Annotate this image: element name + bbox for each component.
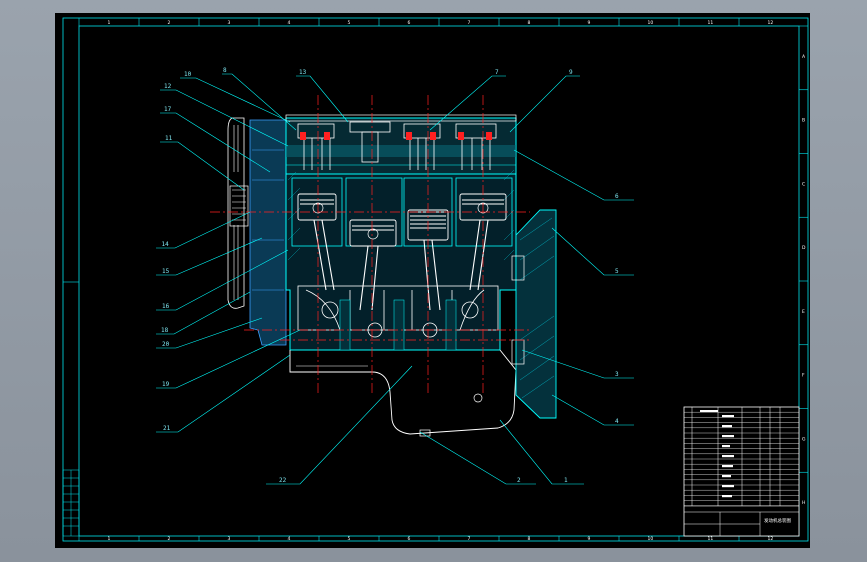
callout-label: 9 (569, 69, 573, 76)
grid-letter: B (802, 118, 805, 124)
leader-line (266, 365, 413, 485)
callout-label: 10 (184, 71, 192, 78)
leader-line (551, 394, 634, 426)
oil-pan (289, 349, 517, 435)
grid-number: 12 (768, 536, 774, 542)
title-block: 发动机总装图 (683, 406, 800, 537)
grid-number: 1 (108, 20, 111, 26)
callout-label: 17 (164, 106, 172, 113)
grid-letter: E (802, 309, 805, 315)
grid-letter: G (802, 436, 806, 442)
grid-number: 11 (708, 20, 714, 26)
grid-number: 9 (588, 20, 591, 26)
callout-label: 1 (564, 477, 568, 484)
leader-line (509, 75, 580, 133)
leader-line (156, 317, 263, 349)
leader-line (156, 291, 251, 335)
leader-line (521, 349, 634, 379)
leader-line (156, 354, 291, 433)
grid-number: 4 (288, 536, 291, 542)
leader-line (160, 112, 271, 173)
grid-number: 6 (408, 20, 411, 26)
flywheel (515, 209, 557, 419)
timing-cover (249, 119, 287, 346)
grid-letter: C (802, 181, 805, 187)
leader-line (160, 89, 289, 147)
leader-line (296, 75, 349, 123)
grid-number: 3 (228, 20, 231, 26)
leader-line (156, 211, 251, 249)
grid-number: 8 (528, 536, 531, 542)
grid-number: 1 (108, 536, 111, 542)
revision-block (62, 469, 80, 537)
grid-number: 10 (648, 20, 654, 26)
grid-number: 10 (648, 536, 654, 542)
engine-section-view (210, 95, 557, 437)
side-grid-ticks (799, 25, 808, 473)
grid-letter: A (802, 54, 806, 60)
callout-label: 16 (162, 303, 170, 310)
title-block-title: 发动机总装图 (764, 517, 791, 524)
grid-number: 5 (348, 536, 351, 542)
grid-number: 2 (168, 20, 171, 26)
grid-number: 5 (348, 20, 351, 26)
front-pulley-housing (227, 117, 245, 309)
grid-number: 6 (408, 536, 411, 542)
callout-label: 19 (162, 381, 170, 388)
leader-line (160, 141, 245, 191)
callout-label: 5 (615, 268, 619, 275)
grid-number: 4 (288, 20, 291, 26)
leader-line (551, 227, 634, 276)
connecting-rods (313, 219, 489, 311)
callout-label: 14 (162, 241, 170, 248)
callout-label: 2 (517, 477, 521, 484)
callout-label: 13 (299, 69, 307, 76)
grid-number: 12 (768, 20, 774, 26)
callout-label: 22 (279, 477, 287, 484)
callout-label: 21 (163, 425, 171, 432)
grid-number: 3 (228, 536, 231, 542)
callout-label: 6 (615, 193, 619, 200)
grid-number: 2 (168, 536, 171, 542)
grid-number: 9 (588, 536, 591, 542)
grid-number: 7 (468, 536, 471, 542)
callout-label: 18 (161, 327, 169, 334)
grid-number: 7 (468, 20, 471, 26)
leader-line (499, 419, 584, 485)
grid-letter: D (802, 245, 806, 251)
leader-line (513, 149, 634, 201)
outer-border (62, 17, 809, 542)
leader-line (180, 77, 291, 123)
callout-label: 8 (223, 67, 227, 74)
grid-number: 8 (528, 20, 531, 26)
callout-label: 12 (164, 83, 172, 90)
callout-label: 15 (162, 268, 170, 275)
centerlines (210, 95, 530, 395)
grid-letter: F (802, 373, 805, 379)
callout-label: 11 (165, 135, 173, 142)
leader-line (156, 237, 263, 276)
top-grid-ticks (78, 18, 740, 541)
callout-label: 7 (495, 69, 499, 76)
valve-train (297, 121, 497, 170)
leader-line (429, 75, 506, 131)
callout-label: 3 (615, 371, 619, 378)
callout-label: 20 (162, 341, 170, 348)
leader-line (156, 249, 289, 311)
callout-label: 4 (615, 418, 619, 425)
leader-line (419, 431, 536, 485)
leader-line (222, 73, 297, 131)
leader-line (156, 329, 301, 389)
leader-lines (156, 73, 634, 485)
grid-letter: H (802, 500, 805, 506)
grid-number: 11 (708, 536, 714, 542)
